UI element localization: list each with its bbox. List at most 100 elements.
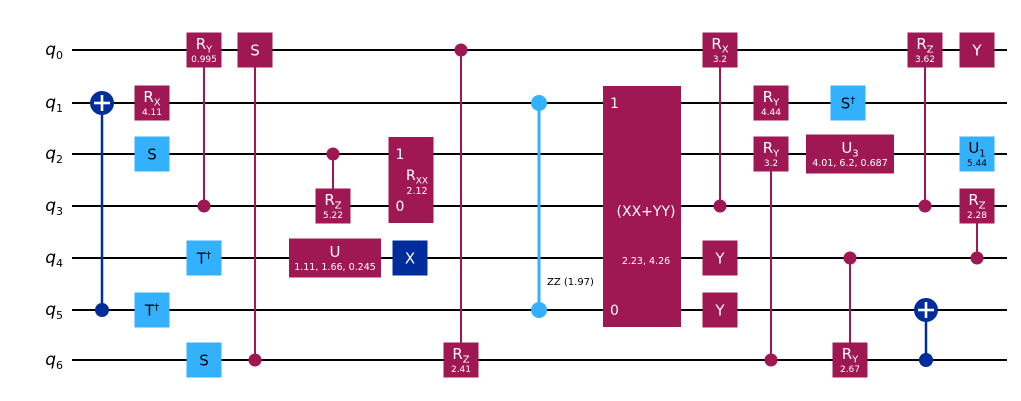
zz-gate-q1-q5-dot-top [531,95,547,111]
y-gate-q4-label: Y [714,250,725,268]
qubit-label-q0: q0 [45,40,63,62]
crz-gate-q0-q6-params: 2.41 [451,365,471,375]
cry-gate-q4-q6: RY2.67 [832,251,868,378]
sdg-gate-q1: S† [830,85,866,121]
qubit-label-q3: q3 [45,196,63,218]
rx-gate-q1: RX4.11 [134,85,170,121]
y-gate-q5-box [702,292,738,328]
crz-gate-q4-q3-control-dot [970,251,984,265]
ry-gate-q1-label: RY [763,88,780,109]
ry-gate-q1-box [753,85,789,121]
y-gate-q4: Y [702,240,738,276]
x-gate-q4-label: X [405,250,415,268]
crx-gate-q3-q0-box [702,32,738,68]
cry-gate-q6-q2-control-dot [764,353,778,367]
crz-gate-q0-q6-label: RZ [452,345,469,366]
rxx-gate-q3-q2-params: 2.12 [406,186,427,197]
crz-gate-q2-q3-params: 5.22 [323,211,343,221]
u-gate-q4-box [289,238,381,278]
cry-gate-q4-q6-label: RY [842,345,859,366]
crz-gate-q3-q0-box [907,32,943,68]
tdg-gate-q4-label: T† [196,250,211,268]
cry-gate-q6-q2-box [753,136,789,172]
sdg-gate-q1-box [830,85,866,121]
tdg-gate-q4-box [186,240,222,276]
cs-gate-q6-q0: S [237,32,273,367]
tdg-gate-q5: T† [134,292,170,328]
s-gate-q2-box [134,136,170,172]
crz-gate-q0-q6: RZ2.41 [443,43,479,378]
s-gate-q6-box [186,342,222,378]
cry-gate-q4-q6-box [832,342,868,378]
cry-gate-q4-q6-params: 2.67 [840,365,860,375]
xxyy-gate-q5-q1-terminal-1: 1 [610,96,619,112]
zz-gate-q1-q5: ZZ (1.97) [531,95,594,318]
cry-gate-q6-q2-label: RY [763,139,780,160]
cry-gate-q3-q0-params: 0.995 [191,55,217,65]
crz-gate-q4-q3-params: 2.28 [967,211,987,221]
rxx-gate-q3-q2-label: RXX [406,168,428,187]
xxyy-gate-q5-q1: 1 0 (XX+YY) 2.23, 4.26 [603,86,681,327]
crx-gate-q3-q0-params: 3.2 [713,55,727,65]
zz-gate-q1-q5-dot-bottom [531,302,547,318]
u1-gate-q2: U15.44 [959,136,995,172]
u-gate-q4: U1.11, 1.66, 0.245 [289,238,381,278]
cry-gate-q3-q0-control-dot [197,199,211,213]
crz-gate-q2-q3-label: RZ [324,191,341,212]
tdg-gate-q5-label: T† [144,302,159,320]
s-gate-q6: S [186,342,222,378]
xxyy-gate-q5-q1-label: (XX+YY) [617,204,676,220]
s-gate-q2-label: S [147,146,157,164]
tdg-gate-q4: T† [186,240,222,276]
ry-gate-q1-params: 4.44 [761,108,781,118]
u-gate-q4-params: 1.11, 1.66, 0.245 [294,262,376,273]
qubit-label-q6: q6 [45,350,63,372]
u3-gate-q2-box [806,134,894,174]
cry-gate-q3-q0-box [186,32,222,68]
rx-gate-q1-box [134,85,170,121]
cs-gate-q6-q0-control-dot [248,353,262,367]
y-gate-q0-label: Y [971,42,982,60]
cnot-q5-q1-control-dot [95,303,109,317]
qubit-label-q4: q4 [45,248,63,270]
cnot-q5-q1 [90,91,114,317]
cnot-q6-q5-control-dot [919,353,933,367]
rxx-gate-q3-q2-box [388,137,434,223]
crz-gate-q4-q3: RZ2.28 [959,188,995,265]
crx-gate-q3-q0: RX3.2 [702,32,738,213]
xxyy-gate-q5-q1-terminal-0: 0 [610,303,619,319]
rx-gate-q1-params: 4.11 [142,108,162,118]
x-gate-q4: X [392,240,428,276]
crz-gate-q3-q0-label: RZ [916,35,933,56]
crz-gate-q3-q0-control-dot [918,199,932,213]
y-gate-q4-box [702,240,738,276]
crz-gate-q3-q0: RZ3.62 [907,32,943,213]
crx-gate-q3-q0-control-dot [713,199,727,213]
u1-gate-q2-params: 5.44 [967,159,987,169]
rx-gate-q1-label: RX [143,88,160,109]
crz-gate-q2-q3-control-dot [326,147,340,161]
ry-gate-q1: RY4.44 [753,85,789,121]
u3-gate-q2-label: U3 [841,139,858,160]
u3-gate-q2: U34.01, 6.2, 0.687 [806,134,894,174]
xxyy-gate-q5-q1-box [603,86,681,327]
qubit-label-q1: q1 [45,93,63,115]
cry-gate-q4-q6-control-dot [843,251,857,265]
rxx-gate-q3-q2-terminal-0: 0 [396,199,405,215]
u1-gate-q2-box [959,136,995,172]
x-gate-q4-box [392,240,428,276]
xxyy-gate-q5-q1-params: 2.23, 4.26 [622,256,670,267]
crz-gate-q2-q3-box [315,188,351,224]
cry-gate-q6-q2-params: 3.2 [764,159,778,169]
u3-gate-q2-params: 4.01, 6.2, 0.687 [812,158,888,169]
crz-gate-q3-q0-params: 3.62 [915,55,935,65]
cry-gate-q3-q0-label: RY [196,35,213,56]
y-gate-q5: Y [702,292,738,328]
cs-gate-q6-q0-box [237,32,273,68]
cnot-q6-q5 [914,298,938,367]
crx-gate-q3-q0-label: RX [711,35,728,56]
s-gate-q6-label: S [199,352,209,370]
tdg-gate-q5-box [134,292,170,328]
